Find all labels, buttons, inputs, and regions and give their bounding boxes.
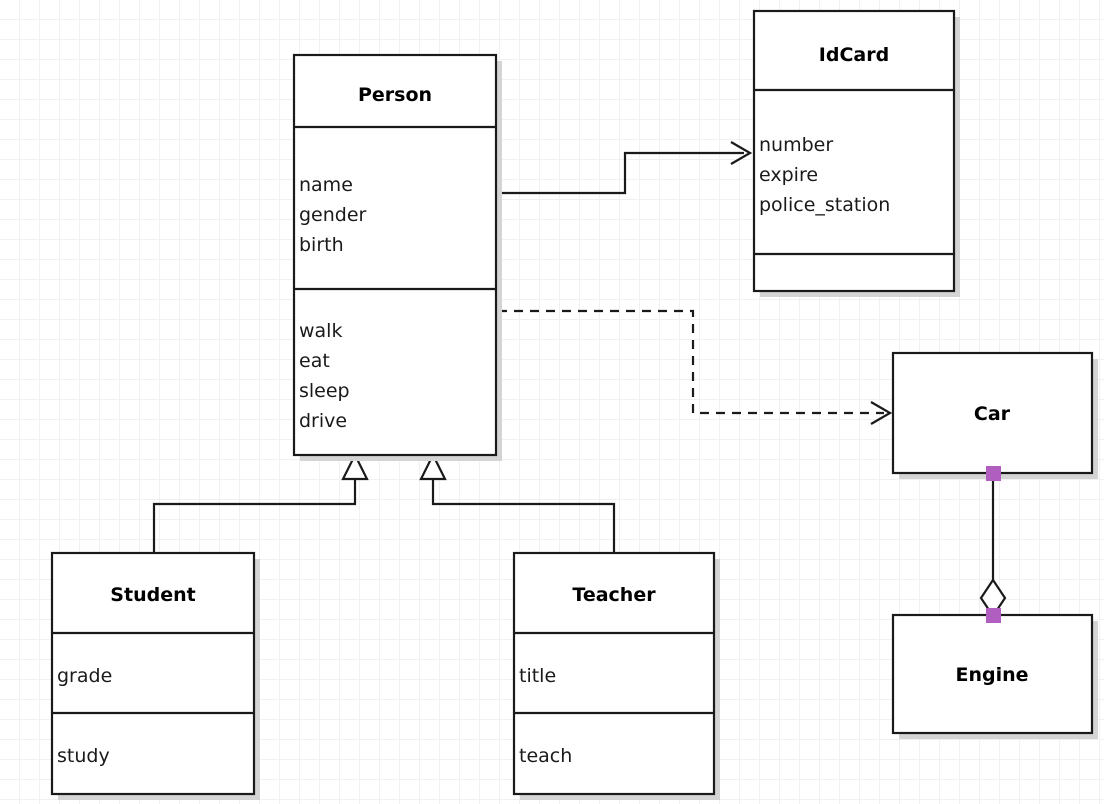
class-box-car[interactable]: Car — [891, 351, 1098, 479]
relation-person-car-arrowhead — [870, 401, 893, 425]
relation-student-person-line[interactable] — [152, 478, 357, 553]
class-box-idcard-frame[interactable] — [752, 9, 956, 293]
class-method-person-2: sleep — [299, 380, 350, 402]
class-attribute-idcard-1: expire — [759, 164, 818, 186]
relation-teacher-person[interactable] — [419, 452, 616, 553]
selection-handle-car-bottom[interactable] — [986, 466, 1001, 481]
relation-person-car[interactable] — [498, 309, 893, 425]
relation-person-idcard-arrowhead — [730, 141, 753, 165]
class-attribute-teacher-0: title — [519, 665, 556, 687]
relation-teacher-person-line[interactable] — [431, 478, 616, 553]
class-box-teacher[interactable]: Teacher title teach — [512, 551, 720, 800]
class-method-person-3: drive — [299, 410, 347, 432]
class-name-idcard: IdCard — [819, 44, 889, 66]
relation-person-idcard[interactable] — [496, 141, 753, 195]
class-name-person: Person — [358, 84, 432, 106]
relation-person-car-line[interactable] — [498, 309, 884, 415]
class-box-car-frame[interactable] — [891, 351, 1094, 475]
selection-handle-engine-top[interactable] — [986, 608, 1001, 623]
class-name-engine: Engine — [955, 664, 1028, 686]
class-attribute-person-2: birth — [299, 234, 344, 256]
class-name-teacher: Teacher — [572, 584, 656, 606]
class-method-student-0: study — [57, 745, 110, 767]
class-box-engine-frame[interactable] — [891, 613, 1094, 735]
class-box-person-frame[interactable] — [292, 53, 498, 457]
class-attribute-person-0: name — [299, 174, 353, 196]
class-method-person-1: eat — [299, 350, 330, 372]
relation-student-person-triangle — [341, 452, 369, 481]
class-attribute-person-1: gender — [299, 204, 367, 226]
class-box-engine[interactable]: Engine — [891, 613, 1098, 739]
class-box-student-frame[interactable] — [50, 551, 256, 796]
class-attribute-student-0: grade — [57, 665, 112, 687]
class-attribute-idcard-0: number — [759, 134, 833, 156]
relation-teacher-person-triangle — [419, 452, 447, 481]
class-box-student[interactable]: Student grade study — [50, 551, 260, 800]
relation-car-engine[interactable] — [979, 473, 1007, 618]
class-name-student: Student — [110, 584, 195, 606]
class-method-teacher-0: teach — [519, 745, 572, 767]
class-attribute-idcard-2: police_station — [759, 194, 890, 216]
relation-person-idcard-line[interactable] — [496, 151, 744, 195]
relation-student-person[interactable] — [152, 452, 369, 553]
class-box-teacher-frame[interactable] — [512, 551, 716, 796]
class-box-idcard[interactable]: IdCard number expire police_station — [752, 9, 960, 297]
class-box-person[interactable]: Person name gender birth walk eat sleep … — [292, 53, 502, 461]
class-method-person-0: walk — [299, 320, 342, 342]
class-name-car: Car — [974, 403, 1011, 425]
